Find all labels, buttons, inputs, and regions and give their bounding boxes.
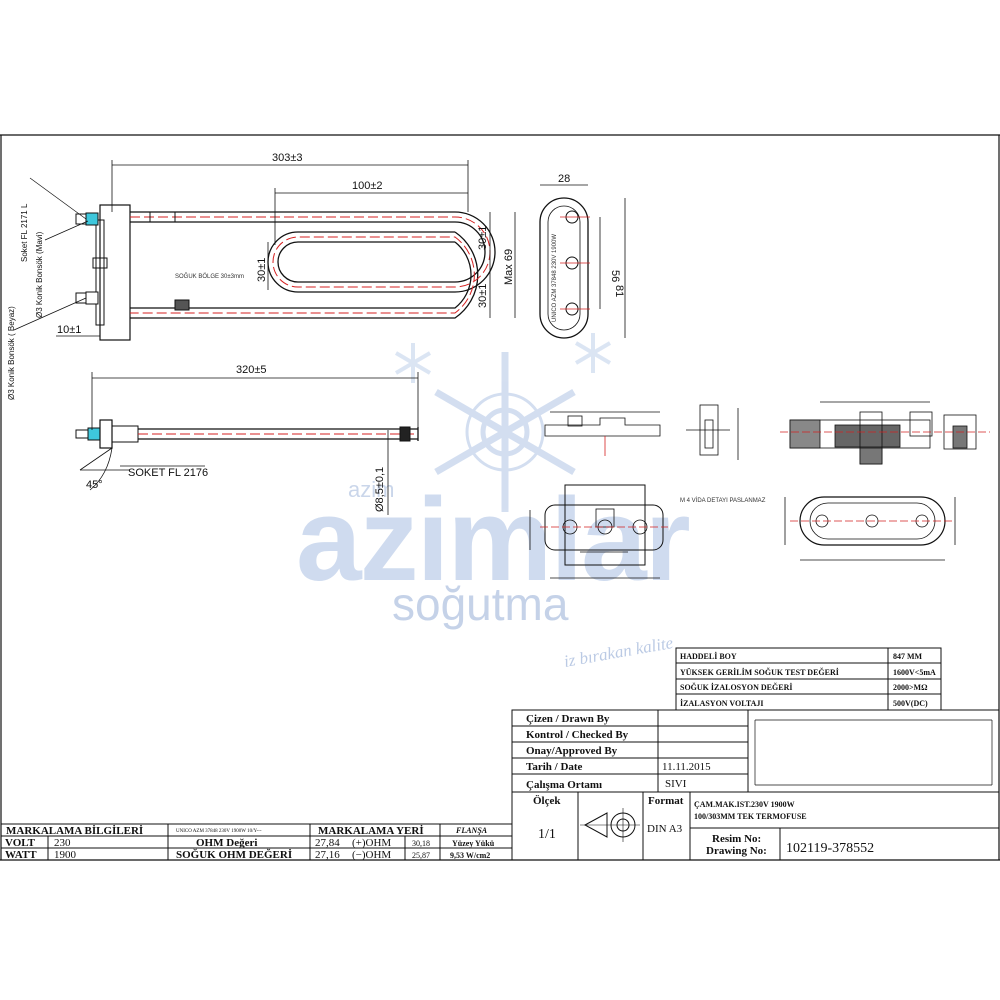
dim-flange-width: 28	[558, 173, 570, 185]
spec-label-3: İZALASYON VOLTAJI	[680, 698, 764, 708]
mk-ohm-minus-max: 25,87	[412, 851, 430, 860]
spec-value-3: 500V(DC)	[893, 699, 928, 708]
mk-ohm-plus-max: 30,18	[412, 839, 430, 848]
mk-surface-value: 9,53 W/cm2	[450, 851, 490, 860]
mk-ohm-plus-min: 27,84	[315, 837, 340, 849]
tb-title-line1: ÇAM.MAK.IST.230V 1900W	[694, 800, 795, 809]
spec-value-0: 847 MM	[893, 652, 923, 661]
tb-drawing-label: Drawing No:	[706, 845, 767, 857]
dim-angle: 45°	[86, 479, 103, 491]
spec-label-0: HADDELİ BOY	[680, 651, 737, 661]
mk-watt-value: 1900	[54, 849, 77, 861]
watermark-brand: azimlar	[296, 474, 690, 606]
dim-height-right-bottom: 30±1	[477, 284, 489, 308]
marking-table	[0, 823, 513, 861]
flange-front-view	[539, 184, 626, 339]
side-blue-terminal-icon	[87, 427, 101, 441]
tb-resim-label: Resim No:	[712, 833, 761, 845]
mk-flansa: FLANŞA	[455, 826, 488, 835]
mk-header: MARKALAMA BİLGİLERİ	[6, 825, 143, 837]
watermark-slogan: iz bırakan kalite	[562, 633, 675, 671]
tb-drawing-no: 102119-378552	[786, 841, 874, 856]
mk-ohm-minus-min: 27,16	[315, 849, 340, 861]
spec-value-1: 1600V<5mA	[893, 668, 936, 677]
dim-diameter: Ø8,5±0,1	[374, 467, 386, 512]
tb-scale-label: Ölçek	[533, 794, 561, 807]
dim-height-right-top: 30±1	[477, 226, 489, 250]
title-block	[511, 709, 1000, 861]
tb-date-value: 11.11.2015	[662, 761, 711, 773]
mk-yeri: MARKALAMA YERİ	[318, 825, 424, 837]
label-konik-mavi: Ø3 Konik Bonsök (Mavi)	[35, 231, 44, 318]
tb-scale-value: 1/1	[538, 827, 556, 842]
tb-title-line2: 100/303MM TEK TERMOFUSE	[694, 812, 807, 821]
tb-format-label: Format	[648, 795, 684, 807]
tb-format-value: DIN A3	[647, 823, 683, 835]
label-konik-beyaz: Ø3 Konik Bonsök ( Beyaz)	[7, 306, 16, 400]
mk-volt-label: VOLT	[5, 837, 36, 849]
spec-label-1: YÜKSEK GERİLİM SOĞUK TEST DEĞERİ	[680, 667, 839, 677]
snowflake-icon	[434, 352, 576, 512]
dim-top-length: 303±3	[272, 152, 303, 164]
watermark-sub: soğutma	[392, 578, 569, 630]
dim-flange-outer: 81	[613, 285, 625, 297]
dim-left-offset: 10±1	[57, 324, 81, 336]
leader-lines	[13, 177, 89, 331]
label-sensor-note: SOĞUK BÖLGE 30±3mm	[175, 273, 244, 280]
watermark-brand-top: azim	[348, 477, 394, 502]
label-soket-top: Soket FL 2171 L	[20, 203, 29, 262]
mk-surface-label: Yüzey Yükü	[452, 839, 495, 848]
label-flange-mark: UNICO AZM 37848 230V 1900W	[552, 234, 558, 322]
mk-ohm-minus-label: (−)OHM	[352, 849, 391, 861]
small-snowflake-icon	[394, 333, 612, 383]
dim-loop-width: 100±2	[352, 180, 383, 192]
mk-ohm-label: OHM Değeri	[196, 837, 257, 849]
tb-env-value: SIVI	[665, 778, 687, 790]
heater-side-view	[75, 372, 419, 515]
mk-marking-text: UNICO AZM 37848 230V 1900W 10/Y---	[176, 829, 262, 834]
label-soket-side: SOKET FL 2176	[128, 467, 208, 479]
tb-date-label: Tarih / Date	[526, 761, 583, 773]
watermark: azim azimlar soğutma iz bırakan kalite	[296, 333, 692, 671]
dim-max-height: Max 69	[503, 249, 515, 285]
dim-side-length: 320±5	[236, 364, 267, 376]
projection-symbol-icon	[580, 808, 640, 842]
tb-checked-by: Kontrol / Checked By	[526, 729, 629, 741]
dim-flange-inner: 56	[609, 270, 621, 282]
white-terminal-icon	[85, 291, 99, 305]
spec-value-2: 2000>MΩ	[893, 683, 928, 692]
dim-height-left: 30±1	[256, 258, 268, 282]
detail-views	[529, 401, 990, 579]
label-vida-note: M 4 VİDA DETAYI PASLANMAZ	[680, 497, 766, 504]
blue-terminal-icon	[85, 212, 99, 226]
spec-label-2: SOĞUK İZALOSYON DEĞERİ	[680, 682, 792, 692]
tb-approved-by: Onay/Approved By	[526, 745, 618, 757]
mk-watt-label: WATT	[5, 849, 37, 861]
mk-ohm-plus-label: (+)OHM	[352, 837, 391, 849]
mk-volt-value: 230	[54, 837, 71, 849]
mk-cold-ohm-label: SOĞUK OHM DEĞERİ	[176, 848, 292, 861]
top-dimensions	[56, 160, 516, 337]
heater-top-view	[75, 204, 496, 341]
tb-drawn-by: Çizen / Drawn By	[526, 713, 610, 725]
tb-env-label: Çalışma Ortamı	[526, 779, 602, 791]
